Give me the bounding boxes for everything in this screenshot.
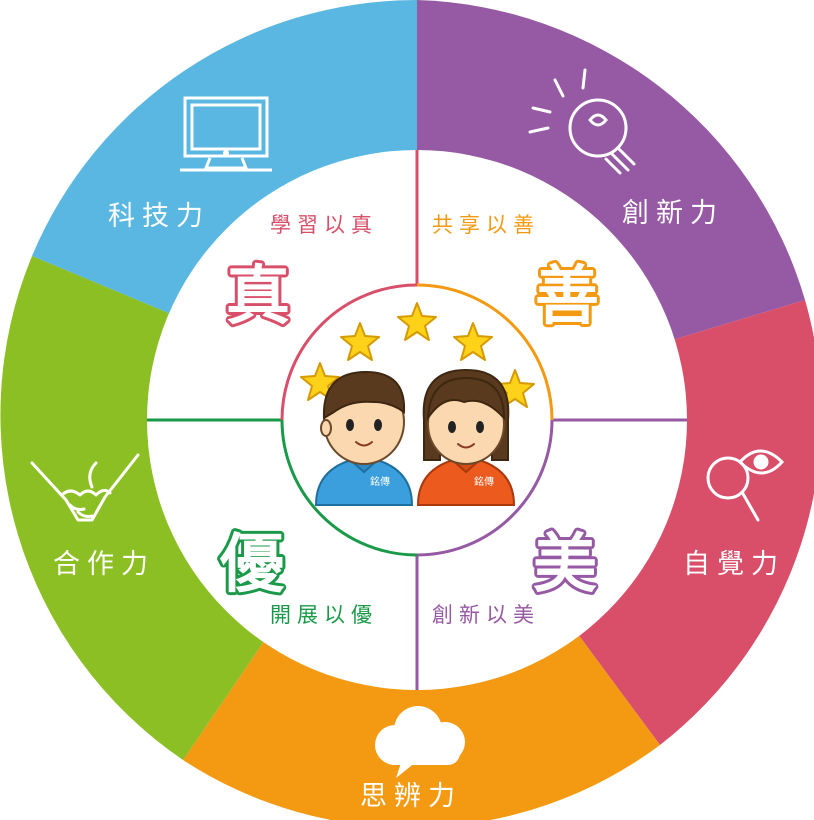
phrase-good: 共享以善 [432, 213, 540, 237]
char-beauty: 美 [533, 528, 597, 602]
boy-avatar: 銘傳 [314, 370, 414, 506]
handshake-icon [30, 453, 140, 522]
phrase-beauty: 創新以美 [432, 603, 540, 627]
star-icon [340, 322, 380, 361]
monitor-icon [180, 96, 272, 172]
label-tech: 科技力 [108, 201, 210, 232]
char-good: 善 [535, 260, 599, 334]
cloud-icon [375, 706, 465, 778]
star-icon [300, 362, 340, 401]
star-icon [453, 322, 493, 361]
label-creative: 創新力 [622, 198, 724, 229]
char-truth: 真 [226, 260, 290, 334]
magnifier-eye-icon [706, 449, 785, 522]
label-self-aware: 自覺力 [683, 549, 785, 580]
inner-ring-top-left [280, 283, 418, 421]
star-icon [397, 302, 437, 341]
girl-shirt-text: 銘傳 [474, 475, 494, 488]
phrase-excel: 開展以優 [270, 603, 378, 627]
lightbulb-icon [528, 68, 636, 175]
label-cooperate: 合作力 [53, 549, 155, 580]
inner-ring-bottom-right [416, 419, 554, 557]
inner-disc [147, 150, 687, 690]
phrase-truth: 學習以真 [270, 213, 378, 237]
char-excel: 優 [219, 528, 285, 602]
inner-ring-bottom-left [280, 419, 418, 557]
label-critical: 思辨力 [360, 781, 462, 812]
inner-ring-top-right [416, 283, 554, 421]
girl-avatar: 銘傳 [416, 368, 516, 506]
boy-shirt-text: 銘傳 [370, 475, 390, 488]
